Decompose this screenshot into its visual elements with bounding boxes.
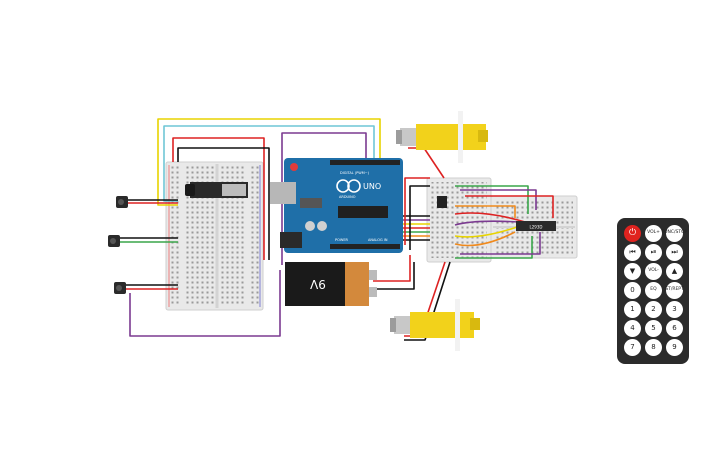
dc-motor-top[interactable] xyxy=(396,111,488,163)
remote-button-8[interactable]: 8 xyxy=(645,339,662,356)
reset-button xyxy=(290,163,298,171)
remote-eq-button[interactable]: EQ xyxy=(645,282,662,299)
arduino-uno-board[interactable]: DIGITAL (PWM~) UNO ARDUINO ANALOG IN POW… xyxy=(270,158,403,253)
power-header-label: POWER xyxy=(335,238,349,242)
ir-sensor-1[interactable] xyxy=(116,196,128,208)
remote-button-2[interactable]: 2 xyxy=(645,301,662,318)
remote-up-button[interactable]: ▲ xyxy=(666,263,683,280)
remote-func-stop-button[interactable]: FUNC/STOP xyxy=(662,225,687,242)
remote-button-9[interactable]: 9 xyxy=(666,339,683,356)
analog-label: ANALOG IN xyxy=(368,238,388,242)
motor-driver-ic[interactable]: L293D xyxy=(516,221,556,231)
arduino-brand-label: ARDUINO xyxy=(339,195,356,199)
remote-button-4[interactable]: 4 xyxy=(624,320,641,337)
remote-button-3[interactable]: 3 xyxy=(666,301,683,318)
driver-chip-label: L293D xyxy=(530,225,543,230)
remote-down-button[interactable]: ▼ xyxy=(624,263,641,280)
remote-button-6[interactable]: 6 xyxy=(666,320,683,337)
remote-st-rept-button[interactable]: ST/REPT xyxy=(665,282,684,299)
remote-button-1[interactable]: 1 xyxy=(624,301,641,318)
ir-remote[interactable]: ⏻ VOL+ FUNC/STOP ⏮ ⏯ ⏭ ▼ VOL- ▲ 0 EQ ST/… xyxy=(617,218,689,364)
dc-motor-bottom[interactable] xyxy=(390,299,480,351)
remote-button-7[interactable]: 7 xyxy=(624,339,641,356)
digital-label: DIGITAL (PWM~) xyxy=(340,171,370,175)
remote-vol-up-button[interactable]: VOL+ xyxy=(645,225,662,242)
battery-label: 9V xyxy=(309,277,326,291)
uno-label: UNO xyxy=(363,182,381,191)
remote-fast-forward-button[interactable]: ⏭ xyxy=(666,244,683,261)
usb-port xyxy=(270,182,296,204)
remote-power-button[interactable]: ⏻ xyxy=(624,225,641,242)
small-chip[interactable] xyxy=(437,196,447,208)
remote-vol-down-button[interactable]: VOL- xyxy=(645,263,662,280)
remote-button-0[interactable]: 0 xyxy=(624,282,641,299)
slide-switch[interactable] xyxy=(185,182,248,198)
ir-sensor-3[interactable] xyxy=(114,282,126,294)
remote-rewind-button[interactable]: ⏮ xyxy=(624,244,641,261)
ir-sensor-2[interactable] xyxy=(108,235,120,247)
remote-play-pause-button[interactable]: ⏯ xyxy=(645,244,662,261)
remote-button-5[interactable]: 5 xyxy=(645,320,662,337)
battery-9v[interactable]: 9V xyxy=(285,262,377,306)
power-jack xyxy=(280,232,302,248)
